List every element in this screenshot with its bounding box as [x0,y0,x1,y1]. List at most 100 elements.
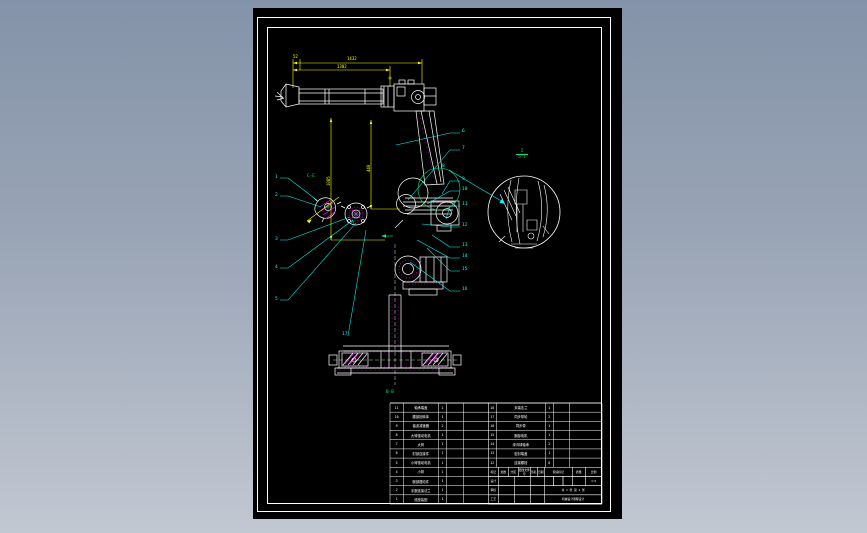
bom-left-cell: 1 [441,451,444,456]
title-block-cell: 机械设计课程设计 [561,497,585,502]
callout-number: 16 [462,287,468,292]
bom-left-cell: 3 [395,479,398,484]
title-block-cell: 处数 [500,469,507,474]
bom-left-cell: 1 [441,405,444,410]
detail-view-scale: 5:1 [516,153,528,160]
magenta-detail-hatching [335,112,458,371]
title-block-cell: 标记 [490,469,497,474]
sheet-outer-border [257,17,611,512]
bom-left-cell: 4 [395,469,398,474]
bom-left-cell: 谐波减速器 [412,424,430,429]
title-block-cell: 审核 [490,488,497,493]
bom-left-cell: 1 [441,460,444,465]
bom-left-cell: 小臂 [417,470,425,475]
callout-number: 13 [462,243,468,248]
callout-number: 1 [275,175,278,180]
cyan-arrowheads [499,199,505,204]
bom-right-cell: 深沟球轴承 [512,442,530,447]
bom-left-cell: 11 [394,405,399,410]
bom-right-cell: 1 [548,423,551,428]
bom-right-cell: 1 [548,405,551,410]
bom-right-cell: 13 [490,451,495,456]
dim-height-mid: 440 [366,164,371,172]
bom-right-cell: 14 [490,442,495,447]
bom-left-cell: 1 [441,469,444,474]
title-block-cell: 更改文件号 [518,467,530,476]
dim-height-left: 1085 [326,176,331,186]
bom-left-cell: 1 [441,442,444,447]
detail-view-name: I [520,148,524,153]
callout-leader-lines [280,132,504,337]
robot-assembly-view [274,79,462,385]
title-block-cell: 共 1 张 第 1 张 [561,488,585,493]
callout-number: 7 [462,146,465,151]
label-part-b-ref: M [351,221,354,226]
title-block-cell: 分区 [510,469,517,474]
bom-right-cell: 18 [490,405,495,410]
bom-left-cell: 9 [395,423,398,428]
bom-left-cell: 轴承端盖 [414,406,428,411]
dimension-lines [292,59,423,241]
bom-right-cell: 2 [548,414,551,419]
bom-left-cell: 腕部摆动件 [412,479,430,484]
callout-number: 17 [342,332,348,337]
sheet-inner-border [267,27,602,504]
bom-left-cell: 腰部回转体 [412,415,430,420]
bom-left-cell: 8 [395,433,398,438]
bom-left-cell: 大臂 [417,442,425,447]
bom-left-cell: 大臂驱动电机 [410,433,431,438]
bom-left-cell: 肘部连接件 [412,451,430,456]
title-block-cell: 签名 [530,469,537,474]
bom-right-cell: 连接螺栓 [514,461,528,466]
bom-left-cell: 1 [441,433,444,438]
callout-number: 5 [275,297,278,302]
title-block-cell: 1:5 [591,479,597,484]
bom-left-cell: 1 [441,488,444,493]
bom-left-cell: 手腕连接法兰 [410,488,431,493]
bom-right-cell: 1 [548,451,551,456]
bom-left-cell: 小臂驱动电机 [410,461,431,466]
detail-part-a [313,197,342,223]
title-block-cell: 设计 [490,479,497,484]
bom-left-cell: 6 [395,451,398,456]
bom-right-cell: 同步带 [515,424,526,429]
bom-right-cell: 2 [548,442,551,447]
dim-top-inner: 1302 [337,63,347,69]
bom-right-cell: 密封端盖 [514,451,528,456]
title-block-cell: 日期 [537,469,544,474]
callout-number: 10 [462,187,468,192]
bom-left-cell: 2 [395,488,398,493]
dim-top-outer: 1432 [347,56,357,61]
bom-left-cell: 5 [395,460,398,465]
drawing-line-art [274,59,603,505]
bom-right-cell: 1 [548,433,551,438]
callout-number: 14 [462,254,468,259]
title-block-cell: 工艺 [490,497,497,502]
callout-number: 3 [275,237,278,242]
label-part-a-ref: C-E [307,174,315,179]
green-arrowheads [381,234,386,238]
bom-right-cell: 17 [490,414,495,419]
title-block-cell: 阶段标记 [552,469,564,474]
bom-right-cell: 末端法兰 [514,406,528,411]
callout-number: 6 [462,129,465,134]
callout-number: 2 [275,193,278,198]
bom-left-cell: 1 [441,497,444,502]
bom-right-cell: 15 [490,433,495,438]
bom-left-cell: 2 [441,423,444,428]
dimension-arrowheads [293,61,422,240]
bom-left-cell: 1 [441,479,444,484]
title-block-cell: 比例 [590,469,597,474]
bom-right-cell: 腕部电机 [514,433,528,438]
detail-view-circle [487,175,561,249]
callout-number: 8 [442,164,445,169]
detail-part-b [340,202,372,226]
label-detail-view: I 5:1 [516,148,528,160]
bom-right-cell: 8 [548,460,551,465]
dim-top-small: 52 [293,54,298,59]
bom-left-cell: 7 [395,442,398,447]
callout-number: 4 [275,265,278,270]
callout-number: 15 [462,267,468,272]
